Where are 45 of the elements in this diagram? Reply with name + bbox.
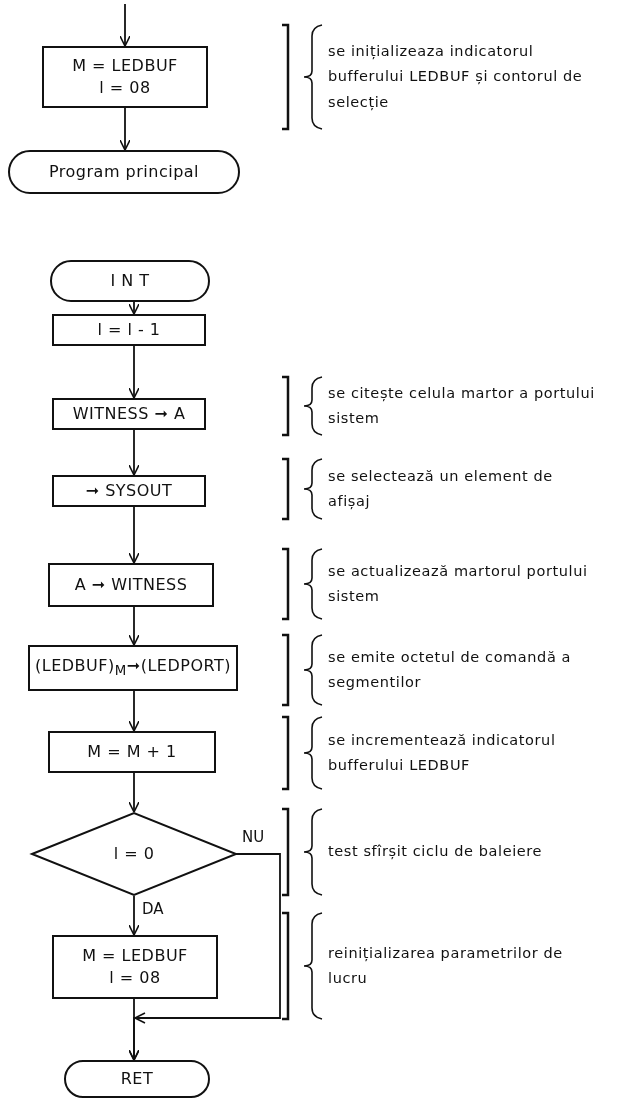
arrow: [128, 895, 140, 936]
process-box: [28, 645, 238, 691]
process-box: [52, 935, 218, 999]
node-text: l = 08: [99, 77, 151, 99]
arrow: [128, 772, 140, 813]
arrow: [128, 345, 140, 399]
decision-diamond: [32, 812, 236, 896]
terminal-shape: [8, 150, 240, 194]
annotation-text: se selectează un element de afișaj: [328, 466, 554, 511]
node-text: l = 08: [109, 967, 161, 989]
annotation-text: se actualizează martorul portului sistem: [328, 561, 589, 606]
arrow: [128, 506, 140, 564]
node-text: ➞ SYSOUT: [85, 480, 173, 502]
arrow: [119, 107, 131, 151]
arrow: [119, 3, 131, 47]
node-text: (LEDBUF)$_{M}$➞(LEDPORT): [35, 655, 231, 681]
node-text: I N T: [110, 270, 150, 292]
annotation-text: se citește celula martor a portului sistem: [328, 383, 596, 428]
process-box: [52, 475, 206, 507]
arrow: [128, 429, 140, 476]
terminal-shape: [64, 1060, 210, 1098]
node-text: Program principal: [48, 161, 200, 183]
process-box: [48, 563, 214, 607]
process-box: [48, 731, 216, 773]
arrow: [128, 690, 140, 732]
node-text: RET: [120, 1068, 154, 1090]
node-text: l = 0: [113, 843, 155, 865]
annotation-text: test sfîrșit ciclu de baleiere: [328, 842, 544, 862]
process-box: [42, 46, 208, 108]
node-text: WITNESS ➞ A: [72, 403, 186, 425]
node-text: M = LEDBUF: [72, 55, 178, 77]
node-text: A ➞ WITNESS: [74, 574, 188, 596]
annotation-text: se emite octetul de comandă a segmentilor: [328, 647, 573, 692]
node-text: l = l - 1: [97, 319, 161, 341]
arrow: [128, 301, 140, 315]
annotation-text: se inițializeaza indicatorul bufferului LEDBUF și contorul de selecție: [328, 41, 584, 113]
arrow: [128, 606, 140, 646]
annotation-text: reinițializarea parametrilor de lucru: [328, 943, 564, 988]
annotation-text: se incrementează indicatorul bufferului LEDBUF: [328, 730, 557, 775]
process-box: [52, 398, 206, 430]
node-text: M = M + 1: [87, 741, 177, 763]
node-text: M = LEDBUF: [82, 945, 188, 967]
process-box: [52, 314, 206, 346]
arrow: [128, 998, 140, 1061]
terminal-shape: [50, 260, 210, 302]
